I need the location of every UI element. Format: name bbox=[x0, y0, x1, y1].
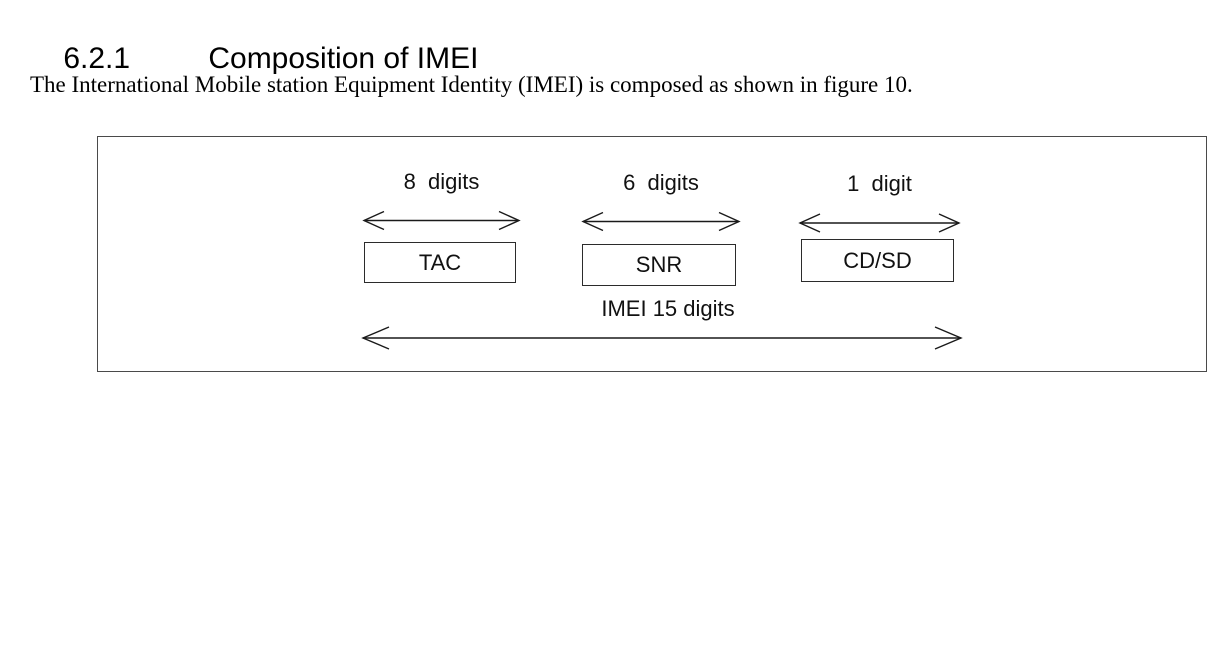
section-heading: 6.2.1 Composition of IMEI bbox=[30, 8, 478, 110]
snr-width-arrow bbox=[581, 211, 741, 232]
intro-paragraph: The International Mobile station Equipme… bbox=[30, 72, 913, 97]
cdsd-width-arrow bbox=[798, 213, 961, 233]
imei-total-width-arrow bbox=[361, 326, 963, 350]
tac-width-label: 8 digits bbox=[403, 169, 480, 194]
imei-total-label: IMEI 15 digits bbox=[601, 296, 735, 321]
dimension-arrows bbox=[361, 210, 963, 350]
tac-width-arrow bbox=[362, 210, 521, 231]
section-title: Composition of IMEI bbox=[208, 42, 479, 75]
snr-width-label: 6 digits bbox=[623, 170, 699, 195]
cdsd-width-label: 1 digit bbox=[847, 171, 912, 196]
tac-box: TAC bbox=[364, 242, 516, 283]
imei-composition-figure: 8 digits 6 digits 1 digit TAC SNR CD/SD … bbox=[97, 136, 1207, 372]
cdsd-box: CD/SD bbox=[801, 239, 954, 282]
snr-box: SNR bbox=[582, 244, 736, 286]
section-number: 6.2.1 bbox=[63, 42, 131, 75]
